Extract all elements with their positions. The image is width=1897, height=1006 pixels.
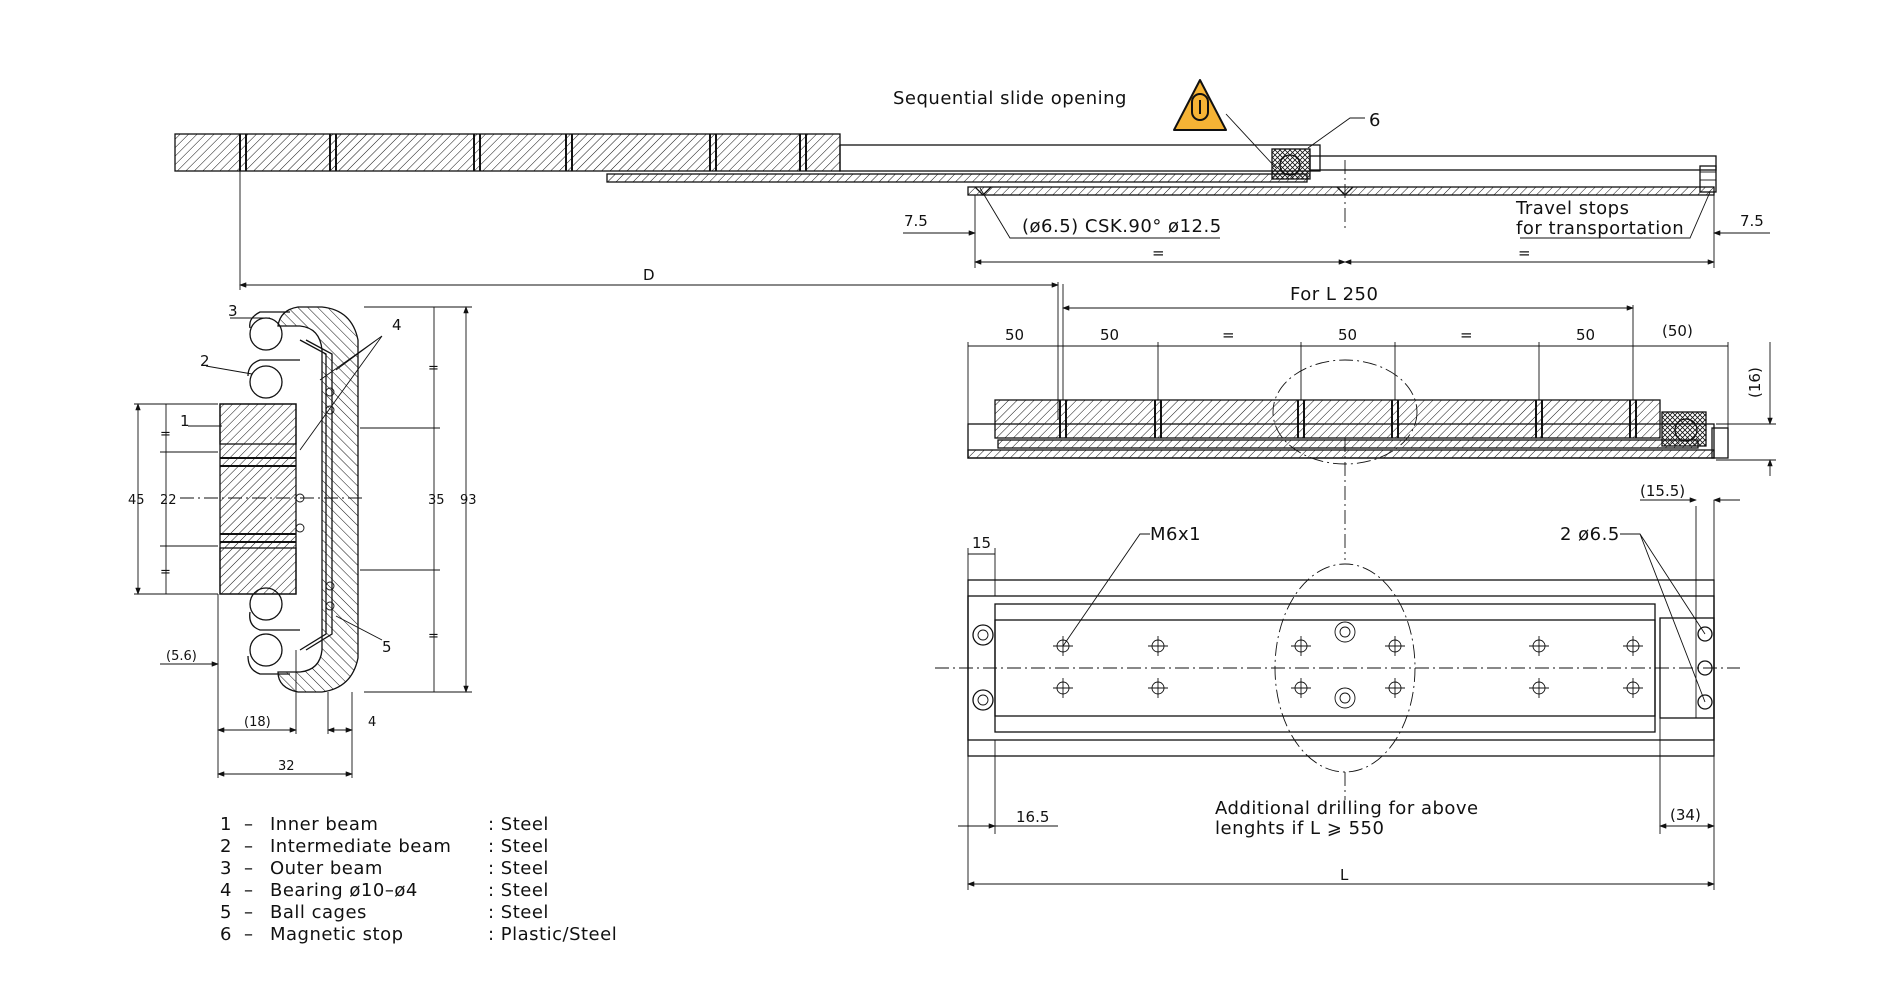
svg-text:: Steel: : Steel bbox=[488, 814, 549, 835]
dim-5-6: (5.6) bbox=[166, 649, 197, 664]
svg-text:Inner beam: Inner beam bbox=[270, 814, 378, 835]
travel-stops-label-2: for transportation bbox=[1516, 218, 1684, 239]
dim-equal-s2: = bbox=[160, 565, 171, 580]
dim-50-a: 50 bbox=[1005, 326, 1024, 344]
intermediate-beam-extended bbox=[606, 173, 1308, 183]
svg-text:: Steel: : Steel bbox=[488, 836, 549, 857]
dim-equal-left: = bbox=[1152, 244, 1165, 262]
legend-row: 5 – Ball cages : Steel bbox=[220, 902, 549, 923]
dim-equal-s1: = bbox=[160, 427, 171, 442]
legend-row: 1 – Inner beam : Steel bbox=[220, 814, 549, 835]
dim-right-7-5: 7.5 bbox=[1740, 212, 1764, 230]
svg-text:–: – bbox=[244, 836, 254, 857]
dim-50-end: (50) bbox=[1662, 322, 1693, 340]
svg-text:1: 1 bbox=[220, 814, 232, 835]
outer-beam-top bbox=[1309, 155, 1717, 171]
sequential-opening-title: Sequential slide opening bbox=[893, 88, 1127, 109]
inner-beam-extended bbox=[174, 133, 841, 172]
dim-50-b: 50 bbox=[1100, 326, 1119, 344]
section-callout-2: 2 bbox=[200, 352, 210, 370]
dim-35: 35 bbox=[428, 493, 445, 508]
dim-93: 93 bbox=[460, 493, 477, 508]
svg-text:Ball cages: Ball cages bbox=[270, 902, 367, 923]
svg-text:6: 6 bbox=[220, 924, 232, 945]
dim-equal-s3: = bbox=[428, 361, 439, 376]
intermediate-beam-section bbox=[299, 339, 327, 651]
svg-text:: Plastic/Steel: : Plastic/Steel bbox=[488, 924, 617, 945]
outer-beam-section bbox=[277, 306, 359, 693]
section-callout-5: 5 bbox=[382, 638, 392, 656]
outer-rail bbox=[839, 144, 1321, 172]
parts-legend: 1 – Inner beam : Steel 2 – Intermediate … bbox=[220, 814, 617, 945]
section-callout-3: 3 bbox=[228, 302, 238, 320]
svg-text:Intermediate beam: Intermediate beam bbox=[270, 836, 451, 857]
dim-D: D bbox=[643, 266, 655, 284]
svg-text:3: 3 bbox=[220, 858, 232, 879]
bearing-3 bbox=[249, 587, 283, 621]
travel-stops-label-1: Travel stops bbox=[1515, 198, 1629, 219]
svg-text:: Steel: : Steel bbox=[488, 858, 549, 879]
inner-beam-section bbox=[219, 403, 297, 595]
dim-L: L bbox=[1340, 866, 1349, 884]
section-callout-4: 4 bbox=[392, 316, 402, 334]
dim-equal-right: = bbox=[1518, 244, 1531, 262]
dim-32: 32 bbox=[278, 759, 295, 774]
m6-callout: M6x1 bbox=[1150, 524, 1201, 545]
dim-15: 15 bbox=[972, 534, 991, 552]
legend-row: 6 – Magnetic stop : Plastic/Steel bbox=[220, 924, 617, 945]
svg-text:: Steel: : Steel bbox=[488, 902, 549, 923]
threaded-holes bbox=[1053, 621, 1643, 709]
magnetic-stop bbox=[1271, 148, 1311, 180]
dim-eq-b: = bbox=[1460, 326, 1473, 344]
svg-text:4: 4 bbox=[220, 880, 232, 901]
csk-callout: (ø6.5) CSK.90° ø12.5 bbox=[1022, 216, 1222, 237]
dim-34: (34) bbox=[1670, 806, 1701, 824]
dim-45: 45 bbox=[128, 493, 145, 508]
svg-text:2: 2 bbox=[220, 836, 232, 857]
dim-18: (18) bbox=[244, 715, 271, 730]
svg-text:Bearing ø10–ø4: Bearing ø10–ø4 bbox=[270, 880, 418, 901]
svg-text:–: – bbox=[244, 858, 254, 879]
dim-22: 22 bbox=[160, 493, 177, 508]
svg-text:–: – bbox=[244, 924, 254, 945]
section-callout-1: 1 bbox=[180, 412, 190, 430]
dim-4: 4 bbox=[368, 715, 376, 730]
svg-text:: Steel: : Steel bbox=[488, 880, 549, 901]
dim-15-5: (15.5) bbox=[1640, 482, 1685, 500]
cross-section-view: 3 2 1 4 5 45 22 35 93 = = = = (5.6) (18)… bbox=[128, 302, 477, 778]
plan-view: M6x1 2 ø6.5 Additional drilling for abov… bbox=[935, 482, 1740, 890]
dim-50-c: 50 bbox=[1338, 326, 1357, 344]
svg-text:Outer beam: Outer beam bbox=[270, 858, 383, 879]
bearing-2 bbox=[249, 365, 283, 399]
callout-6: 6 bbox=[1369, 110, 1381, 131]
svg-text:Magnetic stop: Magnetic stop bbox=[270, 924, 404, 945]
dim-left-7-5: 7.5 bbox=[904, 212, 928, 230]
additional-drilling-1: Additional drilling for above bbox=[1215, 798, 1479, 819]
legend-row: 4 – Bearing ø10–ø4 : Steel bbox=[220, 880, 549, 901]
dim-equal-s4: = bbox=[428, 629, 439, 644]
svg-text:–: – bbox=[244, 880, 254, 901]
svg-text:–: – bbox=[244, 902, 254, 923]
dim-16: (16) bbox=[1746, 367, 1764, 398]
bearing-4 bbox=[249, 633, 283, 667]
side-view: For L 250 50 50 = 50 = 50 (50) (16) bbox=[967, 284, 1776, 560]
sequential-opening-warning-icon bbox=[1173, 79, 1227, 131]
dim-50-d: 50 bbox=[1576, 326, 1595, 344]
svg-text:5: 5 bbox=[220, 902, 232, 923]
legend-row: 3 – Outer beam : Steel bbox=[220, 858, 549, 879]
bearing-1 bbox=[249, 317, 283, 351]
for-L-250: For L 250 bbox=[1290, 284, 1378, 305]
extended-slide-view: Sequential slide opening 6 7.5 7.5 (ø6.5… bbox=[174, 88, 1770, 420]
legend-row: 2 – Intermediate beam : Steel bbox=[220, 836, 549, 857]
dim-16-5: 16.5 bbox=[1016, 808, 1049, 826]
dim-eq-a: = bbox=[1222, 326, 1235, 344]
holes-callout: 2 ø6.5 bbox=[1560, 524, 1620, 545]
additional-drilling-2: lenghts if L ⩾ 550 bbox=[1215, 818, 1384, 839]
svg-text:–: – bbox=[244, 814, 254, 835]
